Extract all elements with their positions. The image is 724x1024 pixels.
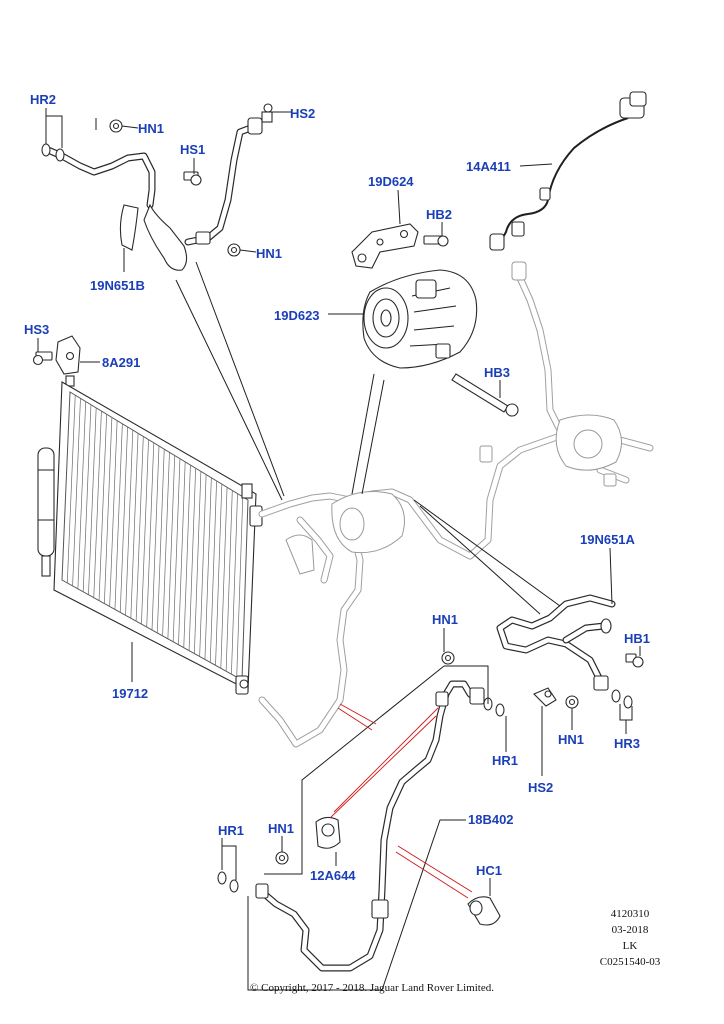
label-hs2-top: HS2 [290, 106, 315, 121]
label-hb2: HB2 [426, 207, 452, 222]
label-14a411: 14A411 [466, 159, 511, 174]
condenser-fin [172, 458, 181, 642]
doc-initials: LK [622, 940, 638, 952]
condenser-fin [82, 404, 92, 592]
pipe-18b402 [217, 651, 505, 972]
condenser-fin [215, 484, 223, 666]
label-hn1-top: HN1 [138, 121, 164, 136]
condenser-fin [188, 468, 196, 651]
condenser-fin [125, 430, 134, 616]
label-hb3: HB3 [484, 365, 510, 380]
condenser-fin [88, 407, 97, 595]
doc-ref: 4120310 [610, 908, 650, 920]
label-hr1-left: HR1 [218, 823, 244, 838]
label-hr2: HR2 [30, 92, 56, 107]
red-reference-lines [329, 703, 473, 899]
condenser-fin [66, 395, 76, 583]
label-hr3: HR3 [614, 736, 640, 751]
condenser-fin [231, 493, 238, 675]
label-12a644: 12A644 [310, 868, 356, 883]
hose-19n651a [496, 594, 644, 709]
condenser-fin [119, 426, 128, 613]
condenser-fin [109, 420, 118, 607]
label-hr1-right: HR1 [492, 753, 518, 768]
condenser-fin [209, 480, 217, 663]
condenser-fin [146, 442, 155, 628]
condenser-fin [236, 496, 244, 678]
label-hn1-lower: HN1 [268, 821, 294, 836]
part-labels: HR2 HN1 HS2 HS1 HN1 19N651B 14A411 19D62… [24, 92, 650, 883]
label-19712: 19712 [112, 686, 148, 701]
installed-assembly-ghost [258, 261, 654, 748]
condenser-fin [135, 436, 144, 622]
label-hn1-mid: HN1 [256, 246, 282, 261]
condenser-fin [72, 398, 81, 586]
copyright-notice: © Copyright, 2017 - 2018. Jaguar Land Ro… [250, 982, 494, 994]
bracket-8a291 [32, 335, 81, 387]
label-hn1-right: HN1 [432, 612, 458, 627]
label-19d623: 19D623 [274, 308, 320, 323]
condenser-fin [151, 445, 160, 631]
harness-14a411 [489, 91, 647, 251]
label-hc1: HC1 [476, 863, 502, 878]
condenser-fin [199, 474, 207, 657]
condenser-fin [204, 477, 212, 660]
label-hs1: HS1 [180, 142, 205, 157]
condenser-fin [178, 461, 186, 645]
condenser-fin [77, 401, 87, 589]
condenser-fin [162, 452, 170, 636]
condenser-fin [220, 487, 228, 669]
condenser-fin [104, 417, 113, 604]
doc-code: C0251540-03 [599, 956, 661, 968]
label-8a291: 8A291 [102, 355, 140, 370]
label-19n651b: 19N651B [90, 278, 145, 293]
condenser-fin [98, 414, 107, 601]
compressor-19d623 [362, 269, 519, 417]
condenser-fin [141, 439, 149, 625]
callout-lines [37, 108, 641, 991]
label-19d624: 19D624 [368, 174, 414, 189]
condenser-fin [156, 449, 165, 633]
bracket-19d624 [351, 223, 449, 269]
label-hs2-bottom: HS2 [528, 780, 553, 795]
condenser-fin [183, 465, 191, 648]
condenser-fin [114, 423, 123, 610]
doc-date: 03-2018 [611, 924, 649, 936]
label-hn1-bottom-right: HN1 [558, 732, 584, 747]
condenser-fin [167, 455, 176, 639]
document-info: 4120310 03-2018 LK C0251540-03 [560, 906, 700, 970]
hose-assembly-19n651b [41, 103, 273, 271]
label-hb1: HB1 [624, 631, 650, 646]
condenser-fin [194, 471, 202, 654]
label-hs3: HS3 [24, 322, 49, 337]
condenser-fins [66, 395, 244, 678]
condenser-fin [130, 433, 139, 619]
condenser-fin [225, 490, 233, 672]
condenser-19712 [37, 381, 263, 695]
condenser-fin [93, 411, 102, 598]
label-19n651a: 19N651A [580, 532, 636, 547]
label-18b402: 18B402 [468, 812, 514, 827]
